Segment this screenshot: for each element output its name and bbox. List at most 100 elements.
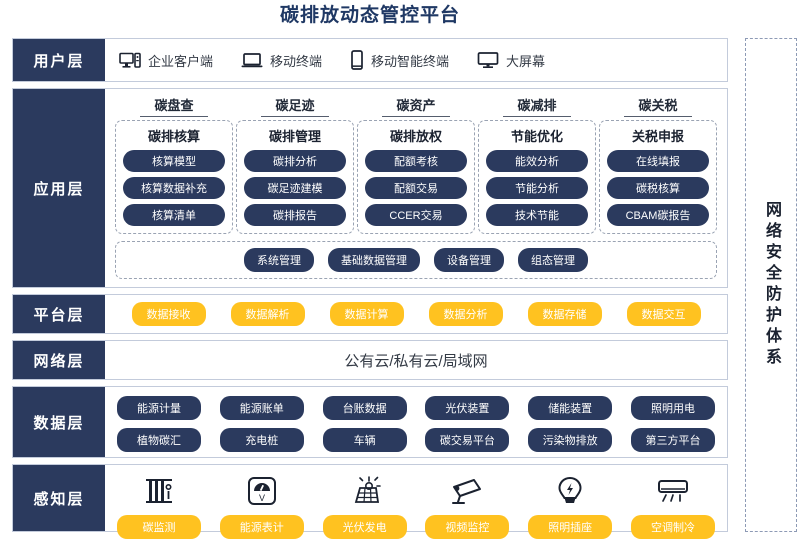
sense-tag-label[interactable]: 照明插座: [528, 515, 613, 539]
carbon-monitor-icon: [143, 471, 175, 511]
app-pill[interactable]: 节能分析: [486, 177, 588, 199]
layer-user-label: 用户层: [13, 39, 105, 81]
sense-tag-label[interactable]: 能源表计: [219, 515, 304, 539]
layer-network-body: 公有云/私有云/局域网: [105, 341, 727, 379]
layer-data: 数据层 能源计量 能源账单 台账数据 光伏装置 储能装置 照明用电 植物碳汇 充…: [12, 386, 728, 458]
sense-tag-label[interactable]: 碳监测: [117, 515, 201, 539]
platform-tag-data-reception[interactable]: 数据接收: [131, 302, 206, 326]
sense-cell-video-surveillance[interactable]: 视频监控: [425, 471, 510, 539]
user-item-label: 移动智能终端: [371, 53, 450, 69]
layer-application-body: 碳盘查 碳排核算 核算模型 核算数据补充 核算清单 碳足迹 碳排管理 碳排分析 …: [105, 89, 727, 287]
platform-tag-list: 数据接收 数据解析 数据计算 数据分析 数据存储 数据交互: [105, 295, 727, 333]
data-tag-row: 能源计量 能源账单 台账数据 光伏装置 储能装置 照明用电: [117, 396, 715, 420]
layer-application: 应用层 碳盘查 碳排核算 核算模型 核算数据补充 核算清单 碳足迹 碳排管理: [12, 88, 728, 288]
user-item-smart-mobile-terminal[interactable]: 移动智能终端: [350, 50, 449, 70]
layer-network-label: 网络层: [13, 341, 105, 379]
page-title: 碳排放动态管控平台: [279, 5, 460, 26]
svg-text:V: V: [259, 493, 265, 503]
data-tag-carbon-trading-platform[interactable]: 碳交易平台: [425, 428, 510, 452]
layer-data-label: 数据层: [13, 387, 105, 457]
app-pill[interactable]: 碳税核算: [607, 177, 709, 199]
application-column-group: 碳盘查 碳排核算 核算模型 核算数据补充 核算清单 碳足迹 碳排管理 碳排分析 …: [105, 89, 727, 234]
application-shared-services: 系统管理 基础数据管理 设备管理 组态管理: [115, 241, 717, 279]
platform-tag-data-analysis[interactable]: 数据分析: [428, 302, 503, 326]
layer-sense-label: 感知层: [13, 465, 105, 531]
app-pill[interactable]: 在线填报: [607, 150, 709, 172]
app-pill[interactable]: 核算清单: [123, 204, 225, 226]
app-pill[interactable]: 碳排报告: [244, 204, 346, 226]
app-box-title: 碳排放权: [389, 129, 442, 144]
app-box-title: 节能优化: [510, 129, 563, 144]
data-tag-grid: 能源计量 能源账单 台账数据 光伏装置 储能装置 照明用电 植物碳汇 充电桩 车…: [105, 387, 727, 461]
app-pill[interactable]: 能效分析: [486, 150, 588, 172]
sense-cell-carbon-monitor[interactable]: 碳监测: [117, 471, 201, 539]
user-terminal-list: 企业客户端 移动终端: [105, 39, 727, 81]
layer-network: 网络层 公有云/私有云/局域网: [12, 340, 728, 380]
layer-data-body: 能源计量 能源账单 台账数据 光伏装置 储能装置 照明用电 植物碳汇 充电桩 车…: [105, 387, 727, 457]
platform-tag-data-interaction[interactable]: 数据交互: [626, 302, 701, 326]
shared-pill-device-management[interactable]: 设备管理: [434, 248, 504, 272]
shared-pill-master-data-management[interactable]: 基础数据管理: [328, 248, 420, 272]
data-tag-energy-bill[interactable]: 能源账单: [219, 396, 304, 420]
security-band-label: 网络安全防护体系: [763, 201, 780, 369]
data-tag-vehicle[interactable]: 车辆: [322, 428, 407, 452]
sense-cell-energy-meter[interactable]: V 能源表计: [219, 471, 304, 539]
app-pill[interactable]: CCER交易: [365, 204, 467, 226]
app-box-title: 碳排管理: [268, 129, 321, 144]
app-box-title: 关税申报: [631, 129, 684, 144]
app-column-head: 碳关税: [624, 95, 692, 117]
platform-tag-data-computation[interactable]: 数据计算: [329, 302, 404, 326]
layer-platform: 平台层 数据接收 数据解析 数据计算 数据分析 数据存储 数据交互: [12, 294, 728, 334]
app-pill[interactable]: 配额考核: [365, 150, 467, 172]
platform-tag-data-parsing[interactable]: 数据解析: [230, 302, 305, 326]
shared-pill-system-management[interactable]: 系统管理: [244, 248, 314, 272]
data-tag-energy-metering[interactable]: 能源计量: [117, 396, 201, 420]
app-box: 碳排放权 配额考核 配额交易 CCER交易: [357, 120, 475, 234]
layer-user-body: 企业客户端 移动终端: [105, 39, 727, 81]
light-bulb-icon: [557, 471, 583, 511]
sense-cell-lighting-socket[interactable]: 照明插座: [528, 471, 613, 539]
app-pill[interactable]: 核算模型: [123, 150, 225, 172]
energy-meter-icon: V: [247, 471, 277, 511]
user-item-large-screen[interactable]: 大屏幕: [477, 51, 545, 70]
app-box: 关税申报 在线填报 碳税核算 CBAM碳报告: [599, 120, 717, 234]
app-column-head: 碳减排: [503, 95, 571, 117]
security-band: 网络安全防护体系: [745, 38, 797, 532]
data-tag-third-party-platform[interactable]: 第三方平台: [630, 428, 715, 452]
user-item-mobile-terminal[interactable]: 移动终端: [241, 51, 322, 70]
data-tag-ledger-data[interactable]: 台账数据: [322, 396, 407, 420]
data-tag-energy-storage-device[interactable]: 储能装置: [528, 396, 613, 420]
app-pill[interactable]: 碳排分析: [244, 150, 346, 172]
data-tag-charging-pile[interactable]: 充电桩: [219, 428, 304, 452]
solar-panel-icon: [349, 471, 381, 511]
sense-tag-label[interactable]: 光伏发电: [322, 515, 407, 539]
data-tag-pollutant-emission[interactable]: 污染物排放: [528, 428, 613, 452]
sense-device-row: 碳监测 V 能源表计: [117, 471, 715, 539]
data-tag-lighting-power[interactable]: 照明用电: [630, 396, 715, 420]
app-pill[interactable]: CBAM碳报告: [607, 204, 709, 226]
air-conditioner-icon: [656, 471, 690, 511]
monitor-icon: [477, 51, 499, 69]
app-box: 碳排核算 核算模型 核算数据补充 核算清单: [115, 120, 233, 234]
data-tag-plant-carbon-sink[interactable]: 植物碳汇: [117, 428, 201, 452]
platform-tag-data-storage[interactable]: 数据存储: [527, 302, 602, 326]
app-column-head: 碳足迹: [261, 95, 329, 117]
laptop-icon: [241, 52, 263, 69]
app-box-title: 碳排核算: [147, 129, 200, 144]
app-pill[interactable]: 核算数据补充: [123, 177, 225, 199]
app-column-head: 碳资产: [382, 95, 450, 117]
sense-tag-label[interactable]: 空调制冷: [630, 515, 715, 539]
sense-cell-air-conditioning[interactable]: 空调制冷: [630, 471, 715, 539]
shared-pill-scada-configuration[interactable]: 组态管理: [518, 248, 588, 272]
app-column-carbon-inventory: 碳盘查 碳排核算 核算模型 核算数据补充 核算清单: [115, 95, 233, 234]
app-pill[interactable]: 配额交易: [365, 177, 467, 199]
desktop-tower-icon: [119, 52, 141, 69]
data-tag-pv-device[interactable]: 光伏装置: [425, 396, 510, 420]
app-pill[interactable]: 碳足迹建模: [244, 177, 346, 199]
user-item-enterprise-client[interactable]: 企业客户端: [119, 51, 213, 70]
sense-cell-solar-power[interactable]: 光伏发电: [322, 471, 407, 539]
app-column-carbon-assets: 碳资产 碳排放权 配额考核 配额交易 CCER交易: [357, 95, 475, 234]
sense-tag-label[interactable]: 视频监控: [425, 515, 510, 539]
app-pill[interactable]: 技术节能: [486, 204, 588, 226]
